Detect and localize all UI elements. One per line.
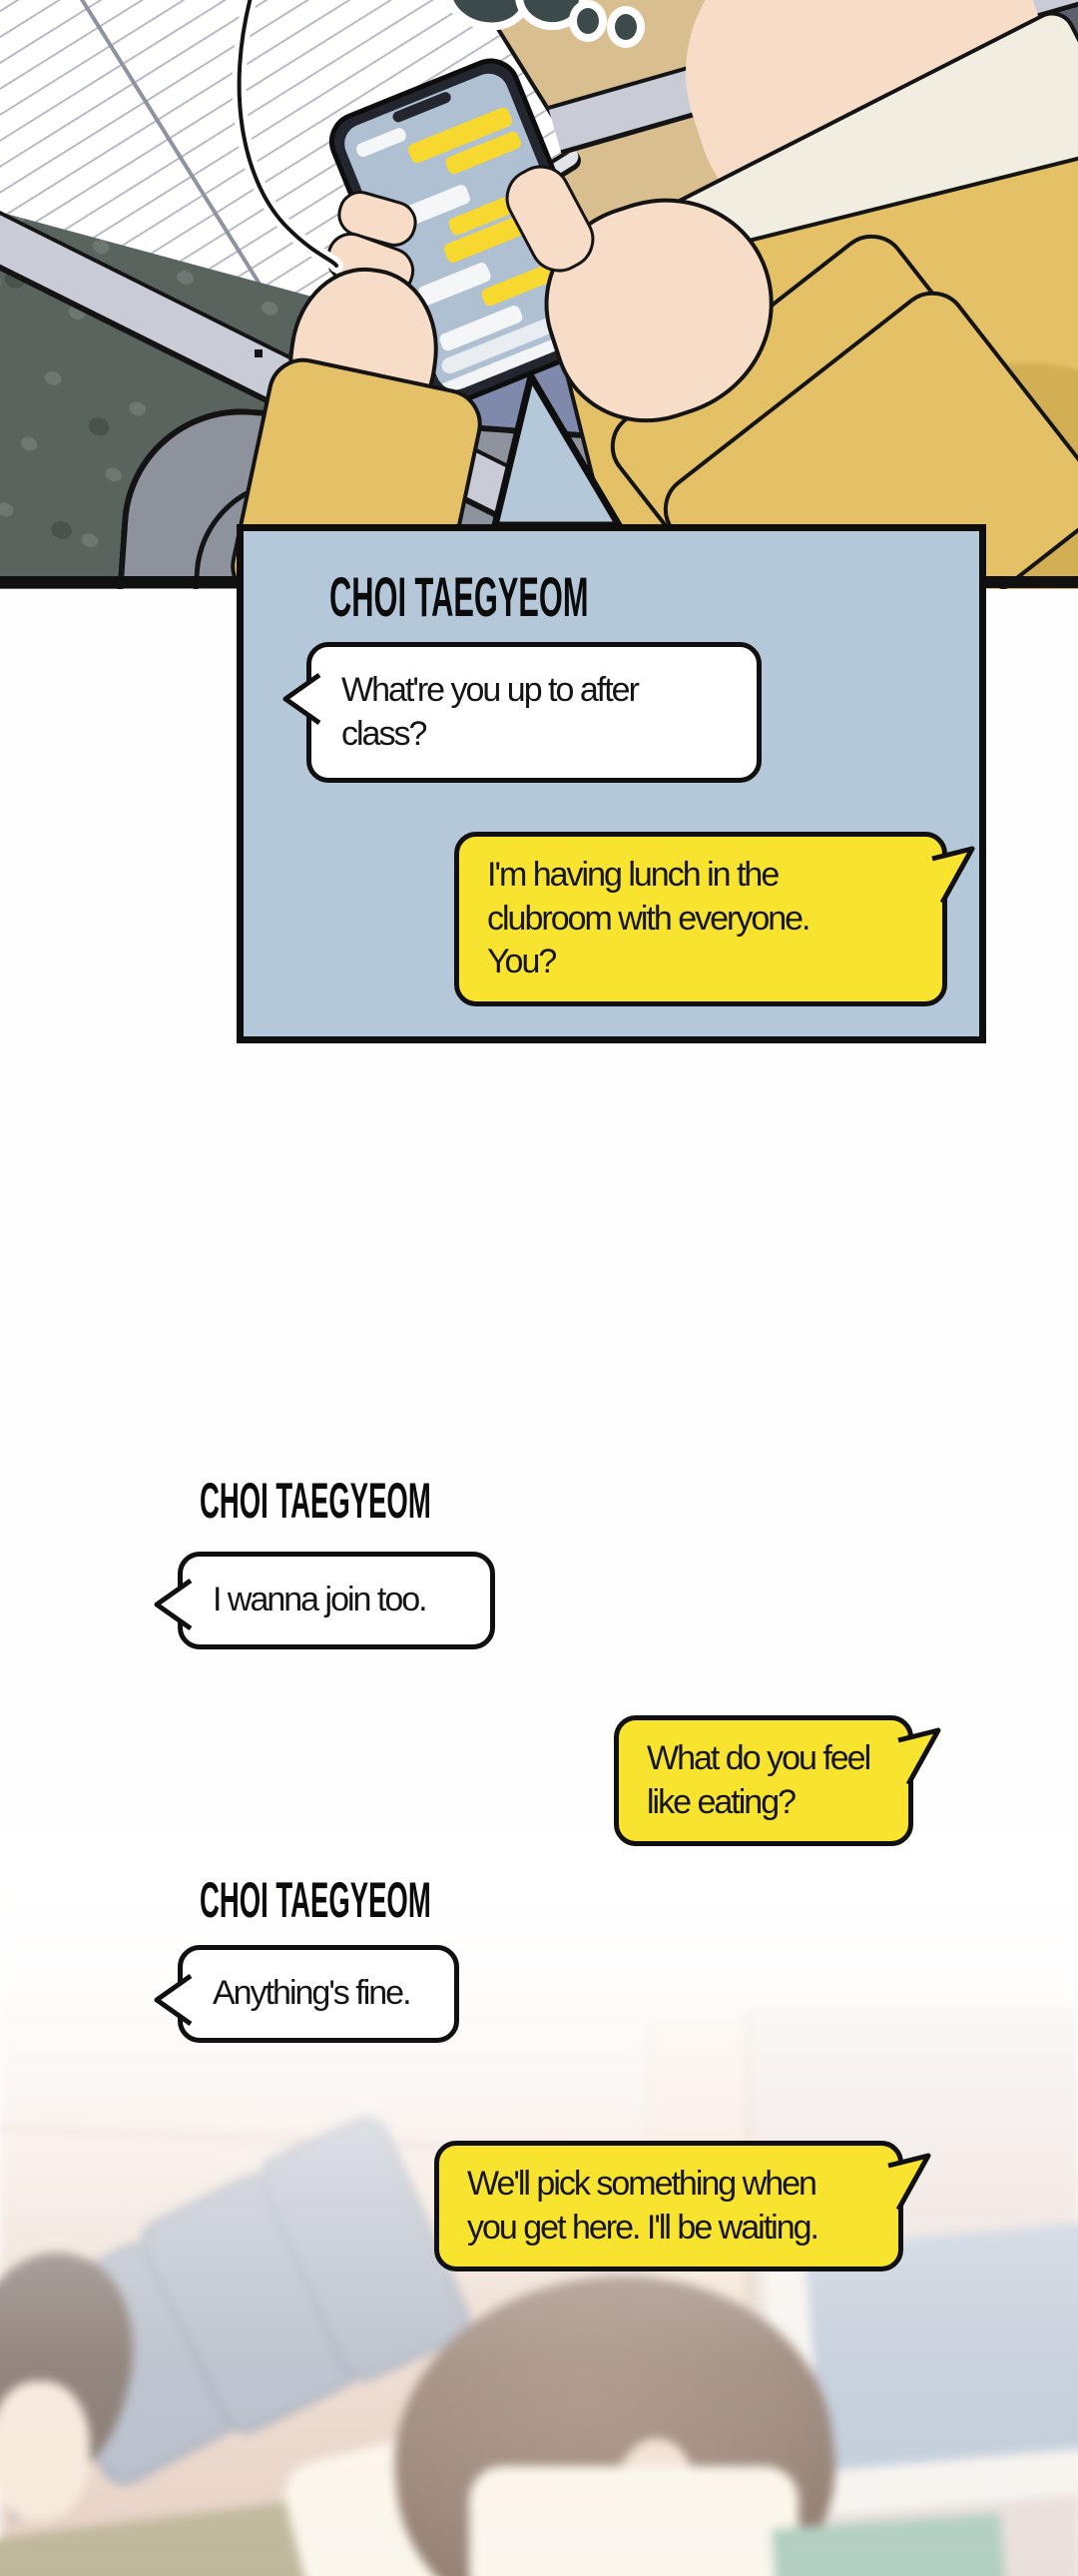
spacer: [255, 349, 263, 357]
speaker-name: CHOI TAEGYEOM: [200, 1473, 431, 1529]
received-bubble: Anything's fine.: [154, 1945, 459, 2043]
chat-screenshot-panel: CHOI TAEGYEOM What're you up to after cl…: [237, 524, 986, 1043]
sent-bubble: I'm having lunch in the clubroom with ev…: [454, 832, 975, 1006]
bubble-tail-right-icon: [931, 846, 975, 905]
message-text: What do you feel like eating?: [647, 1739, 871, 1821]
speaker-name: CHOI TAEGYEOM: [329, 565, 589, 628]
speech-dots-decoration: [519, 0, 583, 27]
message-text: I wanna join too.: [213, 1581, 428, 1618]
speech-dot: [615, 14, 637, 40]
phone-notch: [390, 90, 453, 125]
message-text: What're you up to after class?: [341, 671, 640, 753]
speech-dot: [577, 8, 599, 34]
received-bubble: I wanna join too.: [154, 1552, 495, 1649]
speaker-name: CHOI TAEGYEOM: [200, 1872, 431, 1928]
mini-received-bubble: [354, 126, 408, 159]
mini-received-bubble: [416, 261, 493, 308]
bubble-tail-right-icon: [897, 1727, 941, 1786]
message-text: Anything's fine.: [213, 1974, 412, 2012]
sent-bubble: What do you feel like eating?: [614, 1715, 941, 1847]
sent-bubble: We'll pick something when you get here. …: [434, 2141, 931, 2272]
message-text: I'm having lunch in the clubroom with ev…: [487, 856, 811, 981]
bubble-tail-left-icon: [154, 1973, 193, 2027]
bubble-tail-right-icon: [887, 2153, 931, 2212]
received-bubble: What're you up to after class?: [282, 642, 762, 784]
panel-tail: [491, 372, 623, 529]
bubble-tail-left-icon: [282, 672, 321, 726]
message-text: We'll pick something when you get here. …: [467, 2165, 819, 2247]
bubble-tail-left-icon: [154, 1578, 193, 1631]
